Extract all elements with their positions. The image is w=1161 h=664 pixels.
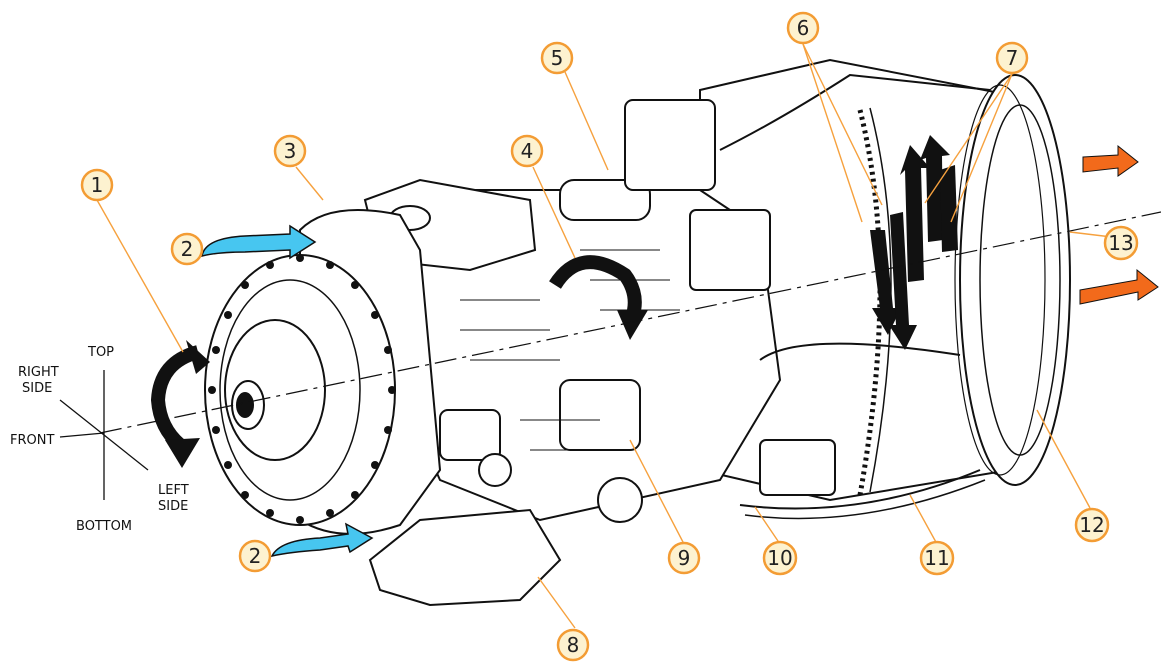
svg-text:13: 13	[1108, 231, 1133, 255]
callout-3: 3	[273, 134, 307, 168]
axis-label-left-side-line1: LEFT	[158, 483, 189, 498]
intake-arrow-upper	[201, 224, 317, 260]
callout-7: 7	[995, 41, 1029, 75]
turboshaft-engine-drawing	[204, 58, 1071, 607]
svg-text:8: 8	[567, 633, 580, 657]
svg-text:6: 6	[797, 16, 810, 40]
axis-label-front: FRONT	[10, 433, 54, 448]
exhaust-arrow-lower	[1079, 268, 1159, 305]
svg-text:2: 2	[249, 544, 262, 568]
axis-label-left-side-line2: SIDE	[158, 499, 188, 514]
svg-text:1: 1	[91, 173, 104, 197]
svg-text:7: 7	[1006, 46, 1019, 70]
exhaust-arrows	[1079, 144, 1159, 305]
intake-arrow-lower	[270, 522, 374, 558]
svg-text:4: 4	[521, 139, 534, 163]
callout-badges: 1 2 2 3 4 5 6 7	[80, 11, 1139, 662]
callout-2-upper: 2	[170, 232, 204, 266]
callout-12: 12	[1074, 507, 1110, 543]
callout-6: 6	[786, 11, 820, 45]
callout-5: 5	[540, 41, 574, 75]
engine-centreline	[99, 211, 1161, 434]
axis-label-right-side-line1: RIGHT	[18, 365, 59, 380]
svg-text:12: 12	[1079, 513, 1104, 537]
rotation-arrow-compressor	[549, 255, 648, 340]
callout-4: 4	[510, 134, 544, 168]
callout-11: 11	[919, 540, 955, 576]
callout-13: 13	[1103, 225, 1139, 261]
svg-text:5: 5	[551, 46, 564, 70]
orientation-axes	[59, 370, 149, 500]
exhaust-arrow-upper	[1082, 144, 1139, 177]
axis-label-top: TOP	[87, 345, 114, 360]
combustion-flow-arrows	[870, 135, 958, 350]
svg-text:10: 10	[767, 546, 792, 570]
flange-bolts	[208, 254, 396, 524]
svg-text:9: 9	[678, 546, 691, 570]
axis-label-bottom: BOTTOM	[76, 519, 132, 534]
svg-text:3: 3	[284, 139, 297, 163]
callout-9: 9	[667, 541, 701, 575]
intake-airflow-arrows	[201, 224, 374, 558]
callout-8: 8	[556, 628, 590, 662]
rotation-arrow-front	[150, 340, 210, 468]
svg-text:2: 2	[181, 237, 194, 261]
callout-2-lower: 2	[238, 539, 272, 573]
callout-10: 10	[762, 540, 798, 576]
svg-text:11: 11	[924, 546, 949, 570]
axis-label-right-side-line2: SIDE	[22, 381, 52, 396]
callout-1: 1	[80, 168, 114, 202]
